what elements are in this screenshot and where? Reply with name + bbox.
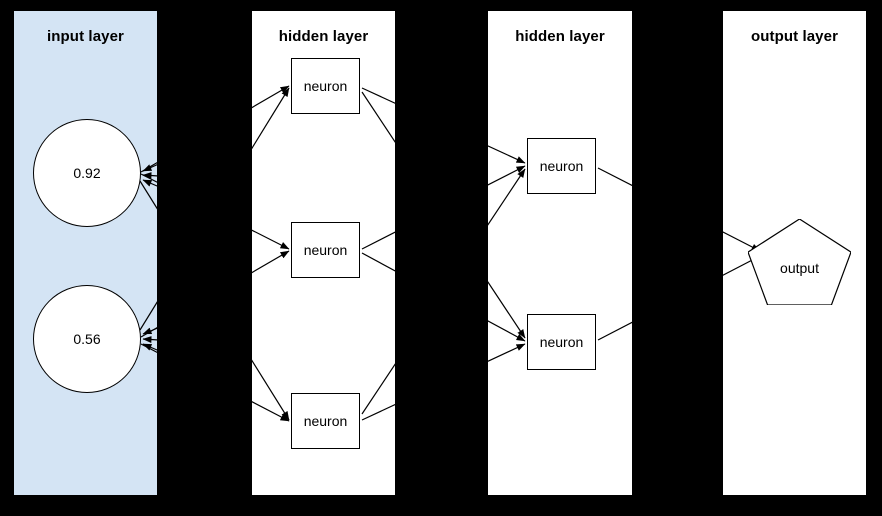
gap-between-hidden-2-output <box>632 0 723 516</box>
node-label-h1-2: neuron <box>303 242 348 258</box>
node-h2-2[interactable]: neuron <box>527 314 596 370</box>
gap-between-hidden-1-hidden-2 <box>395 0 488 516</box>
node-in-1[interactable]: 0.92 <box>33 119 141 227</box>
node-in-2[interactable]: 0.56 <box>33 285 141 393</box>
gap-left <box>0 0 14 516</box>
layer-title-hidden-2: hidden layer <box>515 28 605 45</box>
node-out-1[interactable]: output <box>748 219 851 305</box>
node-label-in-1: 0.92 <box>73 165 101 181</box>
gap-between-input-hidden-1 <box>157 0 252 516</box>
node-label-h2-1: neuron <box>539 158 584 174</box>
node-label-in-2: 0.56 <box>73 331 101 347</box>
node-label-out-1: output <box>780 260 819 276</box>
layer-title-input: input layer <box>47 28 124 45</box>
layer-title-output: output layer <box>750 28 839 45</box>
layer-title-hidden-1: hidden layer <box>278 28 369 45</box>
node-h1-1[interactable]: neuron <box>291 58 360 114</box>
gap-right <box>866 0 882 516</box>
node-label-h2-2: neuron <box>539 334 584 350</box>
node-h2-1[interactable]: neuron <box>527 138 596 194</box>
layer-panel-hidden-2: hidden layer <box>488 11 632 495</box>
node-label-h1-3: neuron <box>303 413 348 429</box>
layer-panel-input: input layer <box>14 11 157 495</box>
node-h1-3[interactable]: neuron <box>291 393 360 449</box>
node-h1-2[interactable]: neuron <box>291 222 360 278</box>
pentagon-icon <box>748 219 851 305</box>
node-label-h1-1: neuron <box>303 78 348 94</box>
